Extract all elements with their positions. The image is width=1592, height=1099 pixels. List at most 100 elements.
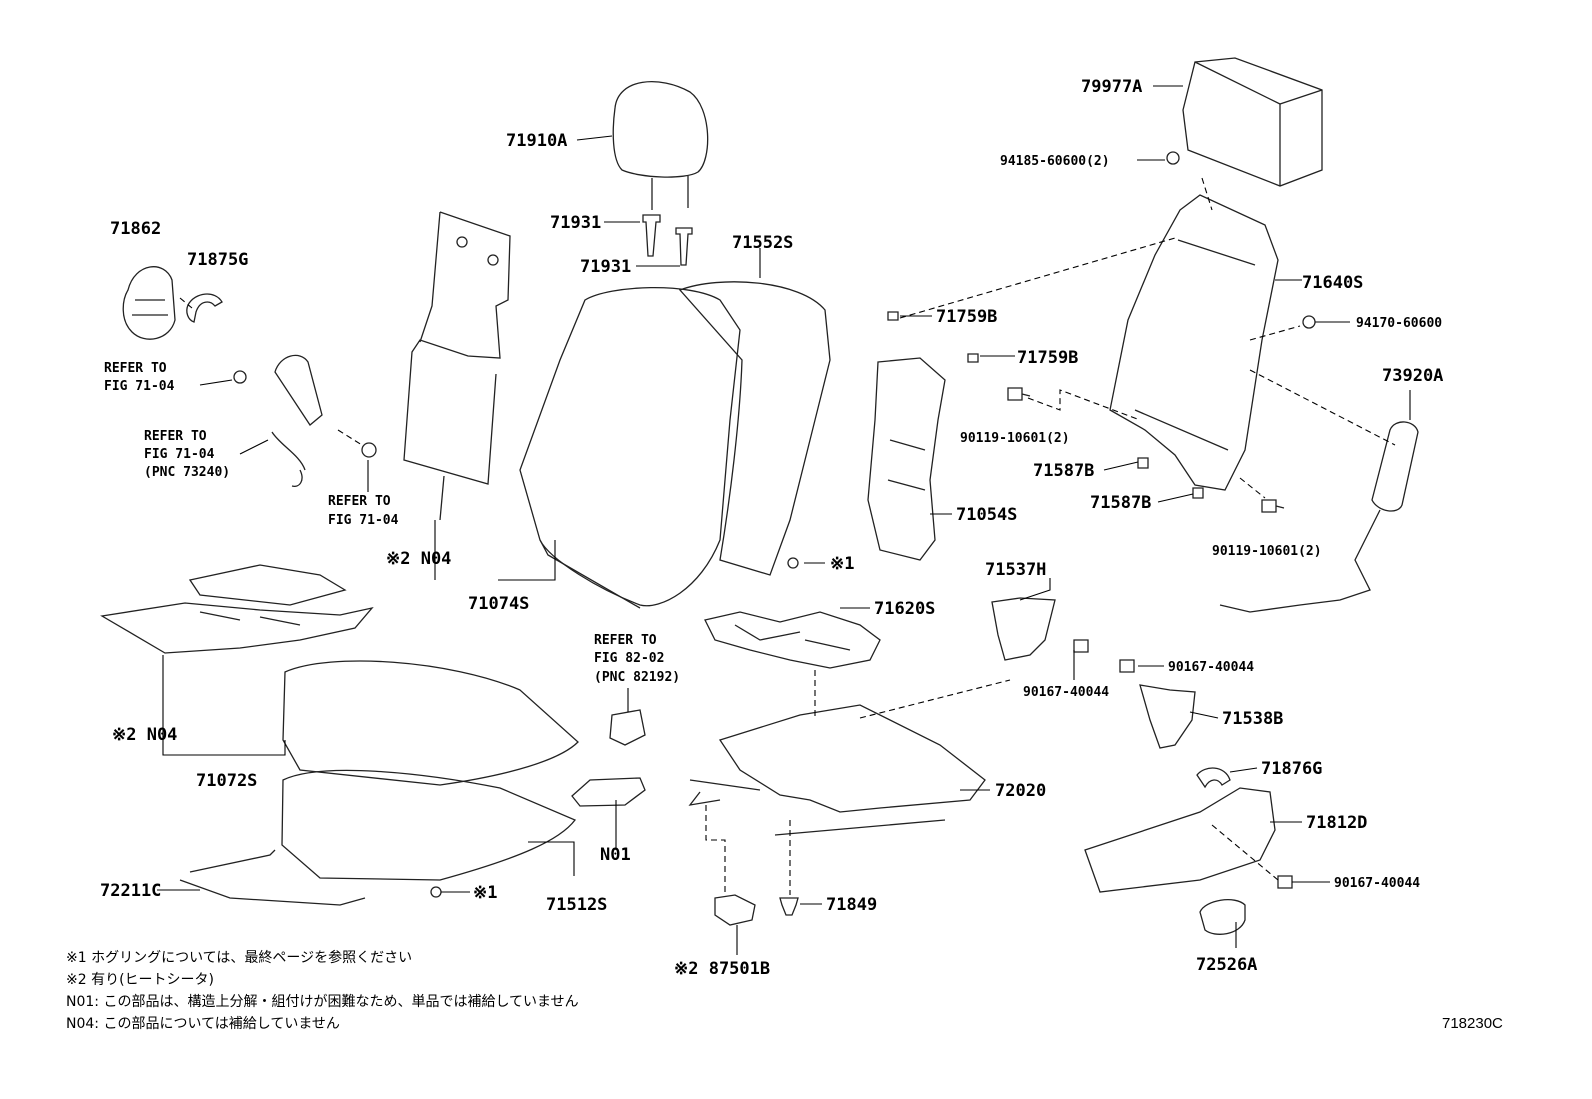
headrest-guide-2 (675, 227, 693, 266)
heater-lead (439, 475, 445, 521)
footnote-2: ※2 有り(ヒートシータ) (66, 972, 214, 988)
seatback-cover-base (539, 539, 641, 609)
label-71931-upper: 71931 (550, 213, 601, 233)
airbag-shape (1219, 421, 1419, 613)
cover-71875g-shape (186, 293, 223, 323)
refer-4-line2: FIG 82-02 (594, 651, 664, 666)
bolt-90119-b-icon (1261, 499, 1285, 513)
refer-4-line3: (PNC 82192) (594, 670, 680, 685)
headrest-stays (651, 176, 689, 210)
label-71538b: 71538B (1222, 709, 1283, 729)
diagram-code: 718230C (1442, 1015, 1503, 1032)
bolt-90167-b-icon (1119, 659, 1135, 673)
label-71640s: 71640S (1302, 273, 1363, 293)
side-shield-71812d-shape (1084, 787, 1276, 893)
sheet-hole-2 (487, 254, 499, 266)
clip-71587b-2-icon (1192, 487, 1204, 499)
buckle-shape (271, 354, 323, 487)
label-n04-upper: ※2 N04 (386, 549, 451, 569)
cushion-heater-lower (100, 602, 374, 654)
refer-1-line2: FIG 71-04 (104, 379, 175, 394)
label-71074s: 71074S (468, 594, 529, 614)
headrest-shape (612, 81, 709, 178)
label-73920a: 73920A (1382, 366, 1443, 386)
refer-2-line2: FIG 71-04 (144, 447, 215, 462)
label-79977a: 79977A (1081, 77, 1142, 97)
label-71849: 71849 (826, 895, 877, 915)
footnote-3: N01: この部品は、構造上分解・組付けが困難なため、単品では補給していません (66, 994, 579, 1010)
cover-71876g-shape (1196, 767, 1231, 789)
bracket-71537h-shape (991, 597, 1056, 661)
cushion-heater-upper (188, 564, 347, 606)
hog-ring-icon-1 (787, 557, 799, 569)
label-90119-10601-right: 90119-10601(2) (1212, 544, 1322, 559)
bolt-90167-c-icon (1277, 875, 1293, 889)
label-71759b-upper: 71759B (936, 307, 997, 327)
label-90167-40044-left: 90167-40044 (1023, 685, 1109, 700)
seatback-frame-shape (1109, 194, 1279, 491)
leader-lines (157, 85, 1411, 955)
label-87501b: ※2 87501B (674, 959, 770, 979)
label-90167-40044-bottom: 90167-40044 (1334, 876, 1420, 891)
heater-switch-shape (571, 777, 646, 807)
refer-2-line1: REFER TO (144, 429, 207, 444)
footnote-1: ※1 ホグリングについては、最終ページを参照ください (66, 949, 412, 966)
hog-ring-icon-2 (430, 886, 442, 898)
bolt-90119-a-icon (1007, 387, 1031, 401)
part-shapes (100, 57, 1419, 935)
label-71512s: 71512S (546, 895, 607, 915)
refer-labels: REFER TO FIG 71-04 REFER TO FIG 71-04 (P… (104, 361, 680, 712)
label-71552s: 71552S (732, 233, 793, 253)
label-71587b-upper: 71587B (1033, 461, 1094, 481)
pin-71849-shape (779, 897, 799, 916)
bracket-71538b-shape (1139, 684, 1196, 749)
refer-2-line3: (PNC 73240) (144, 465, 230, 480)
shield-shape (122, 266, 176, 340)
refer-3-line1: REFER TO (328, 494, 391, 509)
nut-icon-1 (233, 370, 247, 384)
bolt-90167-a-icon (1073, 639, 1089, 653)
nut-94185-icon (1166, 151, 1180, 165)
dashed-lines (179, 177, 1396, 895)
label-71054s: 71054S (956, 505, 1017, 525)
lumbar-support-shape (867, 357, 946, 561)
label-ring-upper: ※1 (830, 554, 854, 574)
knob-72526a-shape (1199, 899, 1246, 935)
headrest-guide-1 (642, 214, 661, 257)
label-71812d: 71812D (1306, 813, 1367, 833)
label-71862: 71862 (110, 219, 161, 239)
label-71537h: 71537H (985, 560, 1046, 580)
label-90167-40044-right: 90167-40044 (1168, 660, 1254, 675)
sheet-hole-1 (456, 236, 468, 248)
seat-wire-shape (179, 849, 366, 906)
clip-71759b-1-icon (887, 311, 899, 321)
switch-87501b-shape (714, 894, 756, 926)
label-71910a: 71910A (506, 131, 567, 151)
label-n01: N01 (600, 845, 631, 865)
clip-71587b-1-icon (1137, 457, 1149, 469)
label-71759b-lower: 71759B (1017, 348, 1078, 368)
label-n04-lower: ※2 N04 (112, 725, 177, 745)
label-71876g: 71876G (1261, 759, 1322, 779)
label-71072s: 71072S (196, 771, 257, 791)
label-71931-lower: 71931 (580, 257, 631, 277)
cushion-pad-shape (281, 769, 577, 881)
footnote-4: N04: この部品については補給していません (66, 1016, 340, 1032)
back-heater-sheet (403, 211, 511, 485)
label-71620s: 71620S (874, 599, 935, 619)
label-71587b-lower: 71587B (1090, 493, 1151, 513)
label-72526a: 72526A (1196, 955, 1257, 975)
refer-4-line1: REFER TO (594, 633, 657, 648)
headrest-cover-shape (1182, 57, 1323, 187)
label-90119-10601-left: 90119-10601(2) (960, 431, 1070, 446)
footnotes: ※1 ホグリングについては、最終ページを参照ください ※2 有り(ヒートシータ)… (66, 949, 1503, 1032)
refer-1-line1: REFER TO (104, 361, 167, 376)
label-72211c: 72211C (100, 881, 161, 901)
label-94185-60600: 94185-60600(2) (1000, 154, 1110, 169)
refer-3-line2: FIG 71-04 (328, 513, 399, 528)
switch-connector-shape (609, 709, 646, 746)
label-72020: 72020 (995, 781, 1046, 801)
seat-frame-shape (688, 704, 986, 836)
